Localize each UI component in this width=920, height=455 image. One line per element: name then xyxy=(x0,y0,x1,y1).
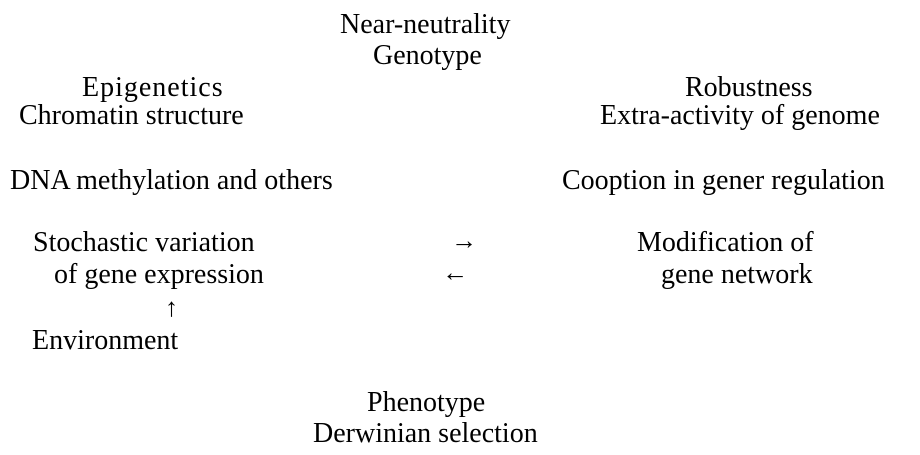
up-arrow-icon: ↑ xyxy=(165,293,178,322)
extra-activity-label: Extra-activity of genome xyxy=(600,100,880,131)
robustness-label: Robustness xyxy=(685,72,813,103)
environment-label: Environment xyxy=(32,325,179,356)
left-arrow-icon: ← xyxy=(442,258,468,287)
epigenetics-label: Epigenetics xyxy=(82,72,224,103)
gene-expression-label: of gene expression xyxy=(54,259,264,290)
modification-label: Modification of xyxy=(637,227,814,258)
chromatin-structure-label: Chromatin structure xyxy=(19,100,244,131)
cooption-label: Cooption in gener regulation xyxy=(562,165,885,196)
phenotype-label: Phenotype xyxy=(367,387,486,418)
genotype-label: Genotype xyxy=(373,40,482,71)
gene-network-label: gene network xyxy=(661,259,813,290)
stochastic-variation-label: Stochastic variation xyxy=(33,227,255,258)
derwinian-selection-label: Derwinian selection xyxy=(313,418,538,449)
dna-methylation-label: DNA methylation and others xyxy=(10,165,333,196)
right-arrow-icon: → xyxy=(451,226,477,255)
near-neutrality-label: Near-neutrality xyxy=(340,9,511,40)
